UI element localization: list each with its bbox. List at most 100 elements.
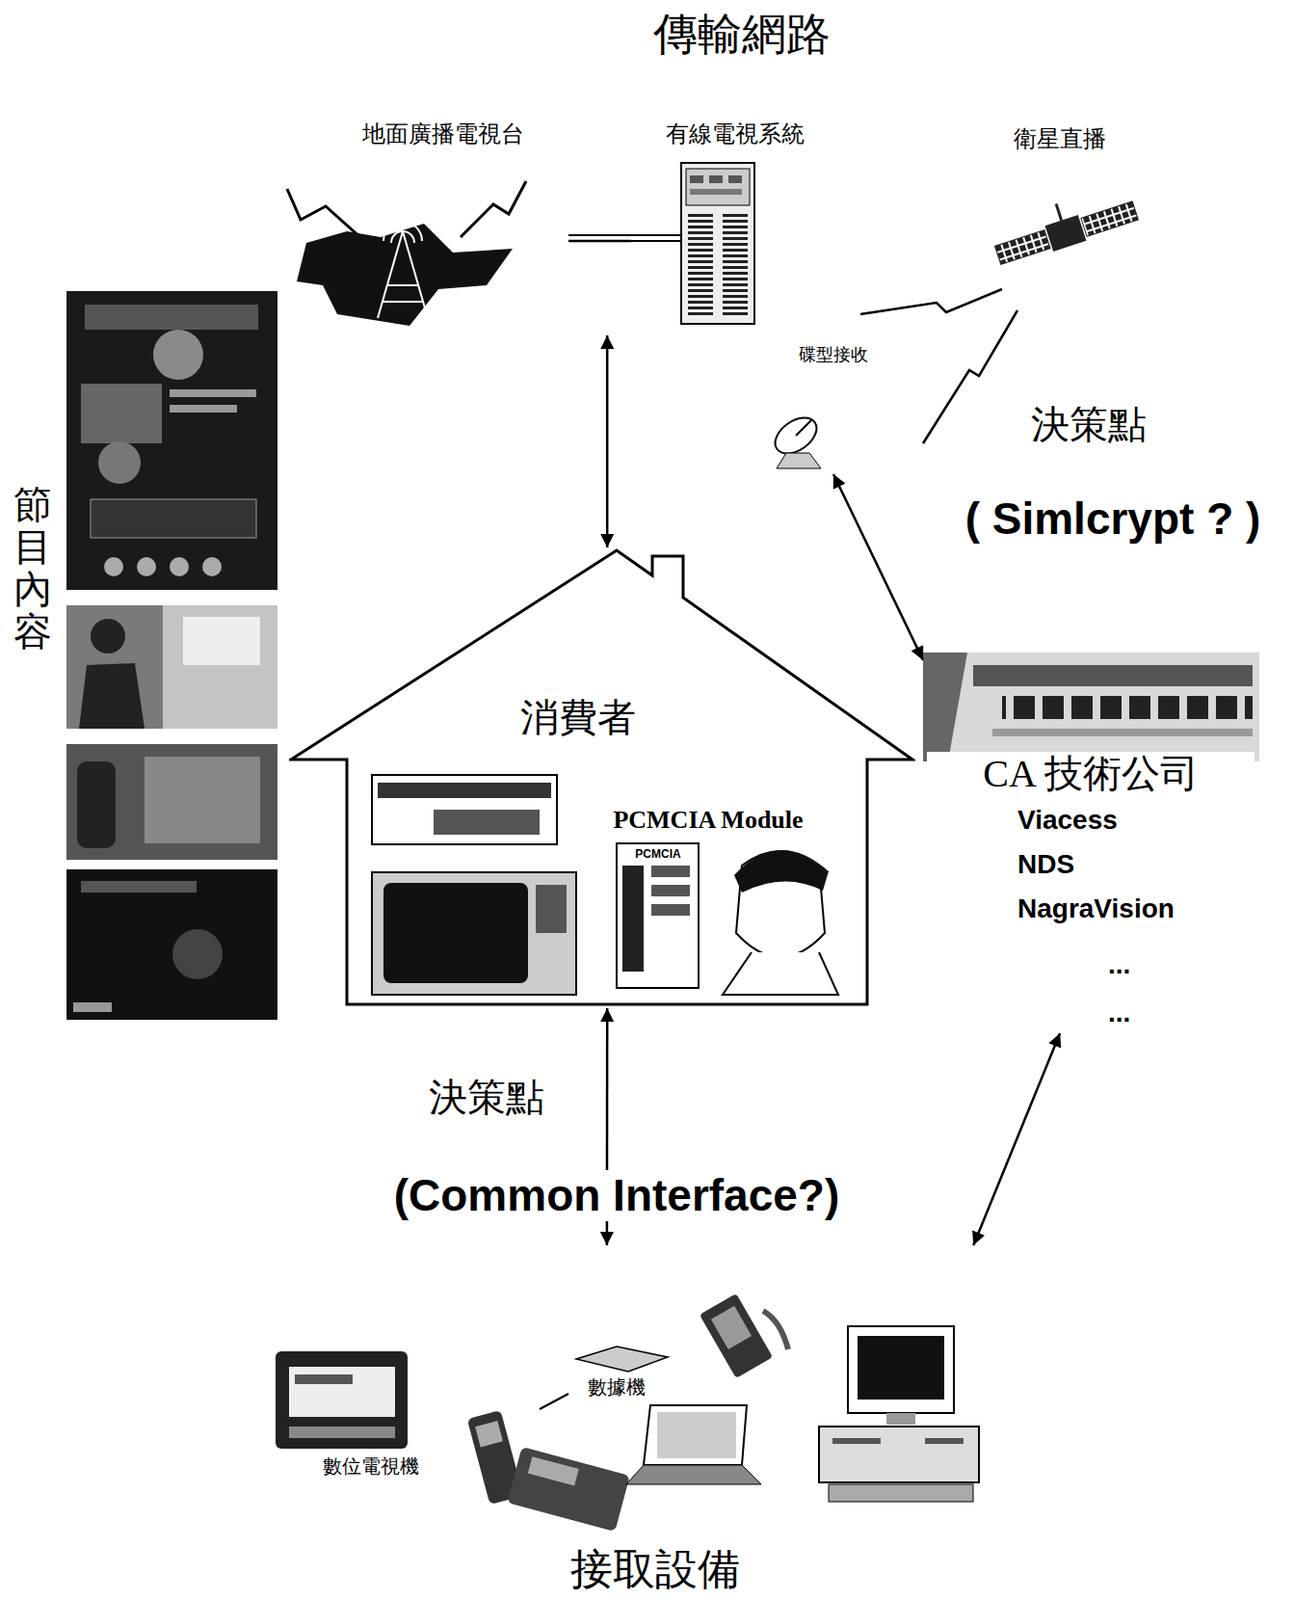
pc-icon (924, 1437, 964, 1444)
program-screenshots (90, 618, 126, 654)
phones-icon (539, 1393, 569, 1409)
ca-company-photo (923, 652, 1260, 762)
tv-set-icon (289, 1426, 396, 1438)
program-screenshots (169, 404, 238, 413)
tv-icon (371, 871, 577, 995)
pcmcia-card-icon (616, 843, 699, 988)
node-text: Viacess (1017, 804, 1259, 836)
connector-arrow (568, 239, 632, 243)
pc-icon (818, 1426, 979, 1482)
vcr-icon (371, 774, 557, 845)
signal-lightning (860, 289, 1018, 444)
program-screenshots (90, 499, 257, 538)
satellite-icon (995, 230, 1052, 265)
ca-company-photo (1002, 693, 1253, 723)
pc-icon (847, 1325, 954, 1413)
node-text: 消費者 (481, 695, 675, 740)
pcmcia-card-icon (651, 884, 690, 897)
station-box: 地面廣播電視台 (317, 115, 569, 333)
cable-headend-icon (686, 168, 750, 206)
satellite-icon (988, 181, 1140, 268)
note-label: PCMCIA (624, 847, 692, 862)
broadcast-tower-icon (377, 221, 428, 318)
node-text: PCMCIA Module (558, 805, 858, 835)
note-label: ( Simlcrypt ? ) (949, 493, 1277, 545)
double-line (626, 239, 682, 242)
double-line (568, 234, 682, 237)
node-text: 有線電視系統 (631, 121, 839, 149)
group-box: 傳輸網路地面廣播電視台 有線電視系統 衛星直播 (279, 7, 1147, 336)
broadcast-tower-icon (460, 181, 527, 238)
dish-icon (776, 452, 821, 469)
note-label: 決策點 (1002, 402, 1176, 448)
broadcast-tower-icon (287, 188, 363, 239)
consumer-figure (722, 951, 839, 995)
program-screenshots (66, 743, 278, 860)
node-text: 節目內容 (13, 483, 53, 654)
satellite-icon (1045, 214, 1087, 252)
device-box: 數位電視機 (289, 1346, 453, 1492)
phones-icon (475, 1420, 503, 1447)
dish-icon (768, 410, 824, 469)
program-screenshots (66, 605, 163, 729)
pda-icon (763, 1310, 789, 1349)
satellite-icon (1081, 201, 1138, 237)
tv-set-icon (289, 1366, 396, 1417)
program-screenshots (66, 605, 278, 729)
pc-icon (832, 1437, 881, 1444)
pc-icon (828, 1483, 974, 1502)
laptop-icon (657, 1411, 737, 1458)
node-text: 傳輸網路 (539, 9, 945, 61)
program-screenshots (66, 290, 278, 590)
node-text: 碟型接收 (761, 344, 906, 366)
double-line (568, 235, 682, 241)
node-text: 衛星直播 (973, 126, 1147, 154)
ca-company-photo (992, 728, 1253, 737)
program-screenshots (84, 304, 259, 330)
program-screenshots (79, 662, 145, 729)
broadcast-tower-icon (377, 231, 403, 318)
program-screenshots (136, 556, 157, 577)
note-label: (Common Interface?) (356, 1169, 877, 1221)
cable-headend-icon (722, 211, 748, 318)
program-screenshots (80, 383, 162, 444)
program-screenshots (172, 928, 223, 979)
broadcast-tower-icon (402, 231, 428, 318)
vcr-icon (433, 809, 540, 835)
pcmcia-card-icon (651, 865, 690, 877)
laptop-icon (626, 1404, 762, 1484)
phones-icon (506, 1446, 631, 1532)
house-outline (289, 547, 916, 1008)
program-screenshots (104, 556, 124, 577)
node-text: 地面廣播電視台 (317, 121, 569, 149)
phones-icon (467, 1393, 631, 1532)
pc-icon (818, 1325, 979, 1502)
signal-lightning (860, 289, 1003, 315)
program-screenshots (169, 389, 257, 397)
dish-icon (795, 420, 812, 436)
node-text: ... (1108, 997, 1157, 1029)
pcmcia-card-icon (616, 843, 699, 988)
program-screenshots (77, 761, 116, 848)
program-screenshots (73, 1002, 112, 1012)
program-screenshots (66, 869, 278, 1020)
node-text: 數據機 (568, 1375, 665, 1399)
cable-headend-icon (681, 162, 755, 324)
vcr-icon (377, 782, 552, 798)
program-screenshots (144, 756, 261, 844)
program-screenshots (202, 556, 222, 577)
tv-icon (535, 884, 567, 933)
connector-arrow (973, 1032, 1060, 1245)
cable-headend-icon (689, 188, 742, 195)
ca-company-photo (973, 664, 1253, 687)
cable-headend-icon (681, 162, 755, 324)
cable-headend-icon (728, 175, 742, 184)
broadcast-tower-icon (287, 181, 527, 326)
company-box: CA 技術公司ViacessNDSNagraVision...... (923, 652, 1261, 1033)
broadcast-tower-icon (387, 284, 419, 287)
pda-icon (699, 1293, 773, 1378)
tv-set-icon (275, 1350, 408, 1449)
cable-headend-icon (689, 175, 704, 184)
broadcast-tower-icon (383, 221, 423, 241)
pda-icon (699, 1293, 789, 1378)
